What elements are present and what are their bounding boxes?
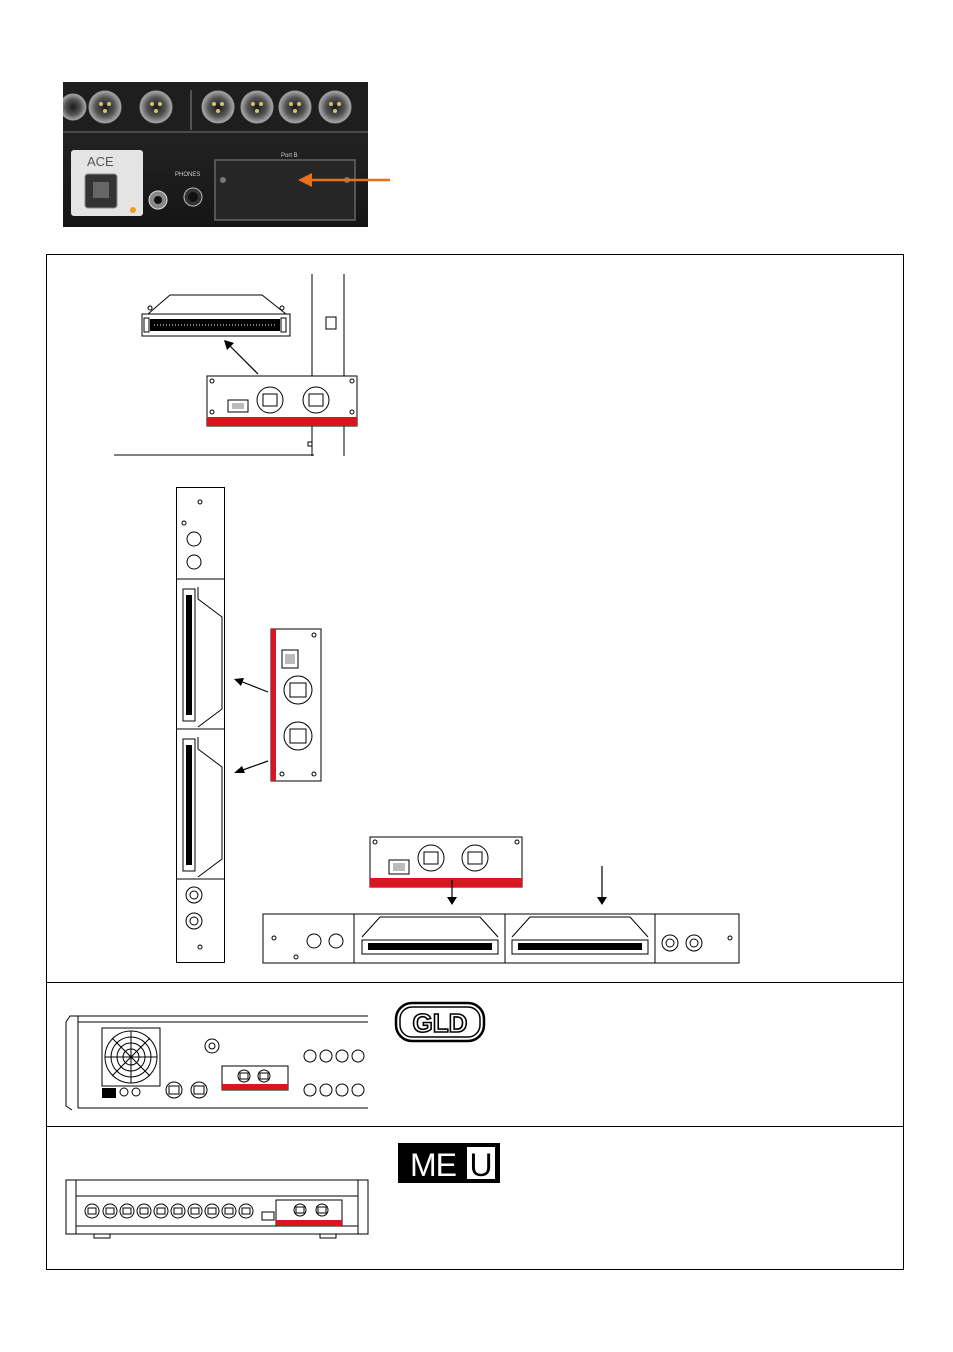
slot-indicator-arrow — [296, 170, 392, 190]
rack-side-panel — [114, 274, 346, 458]
divider-2 — [46, 1126, 904, 1127]
gld-logo-text: GLD — [413, 1008, 468, 1038]
insert-arrow-5 — [595, 866, 609, 906]
top-photo: ACE PHONES Port B — [63, 82, 368, 227]
svg-text:PHONES: PHONES — [175, 172, 200, 178]
gld-logo: GLD — [394, 1001, 486, 1043]
ace-label: ACE — [87, 154, 114, 169]
insert-arrow-2 — [232, 676, 272, 696]
insert-arrow-3 — [232, 760, 272, 776]
me-u-logo-right-text: U — [469, 1147, 492, 1183]
option-card-horizontal — [206, 375, 358, 427]
svg-text:Port B: Port B — [281, 153, 298, 159]
divider-1 — [46, 982, 904, 983]
horizontal-rack-diagram — [262, 913, 742, 965]
option-card-vertical — [270, 628, 322, 782]
insert-arrow-4 — [445, 880, 459, 906]
me-u-front-panel-diagram — [64, 1178, 370, 1240]
me-u-logo-left-text: ME — [410, 1147, 456, 1183]
vertical-rack-diagram — [176, 487, 226, 964]
gld-rear-panel-diagram — [64, 1012, 368, 1112]
me-u-logo: ME U — [397, 1142, 501, 1184]
